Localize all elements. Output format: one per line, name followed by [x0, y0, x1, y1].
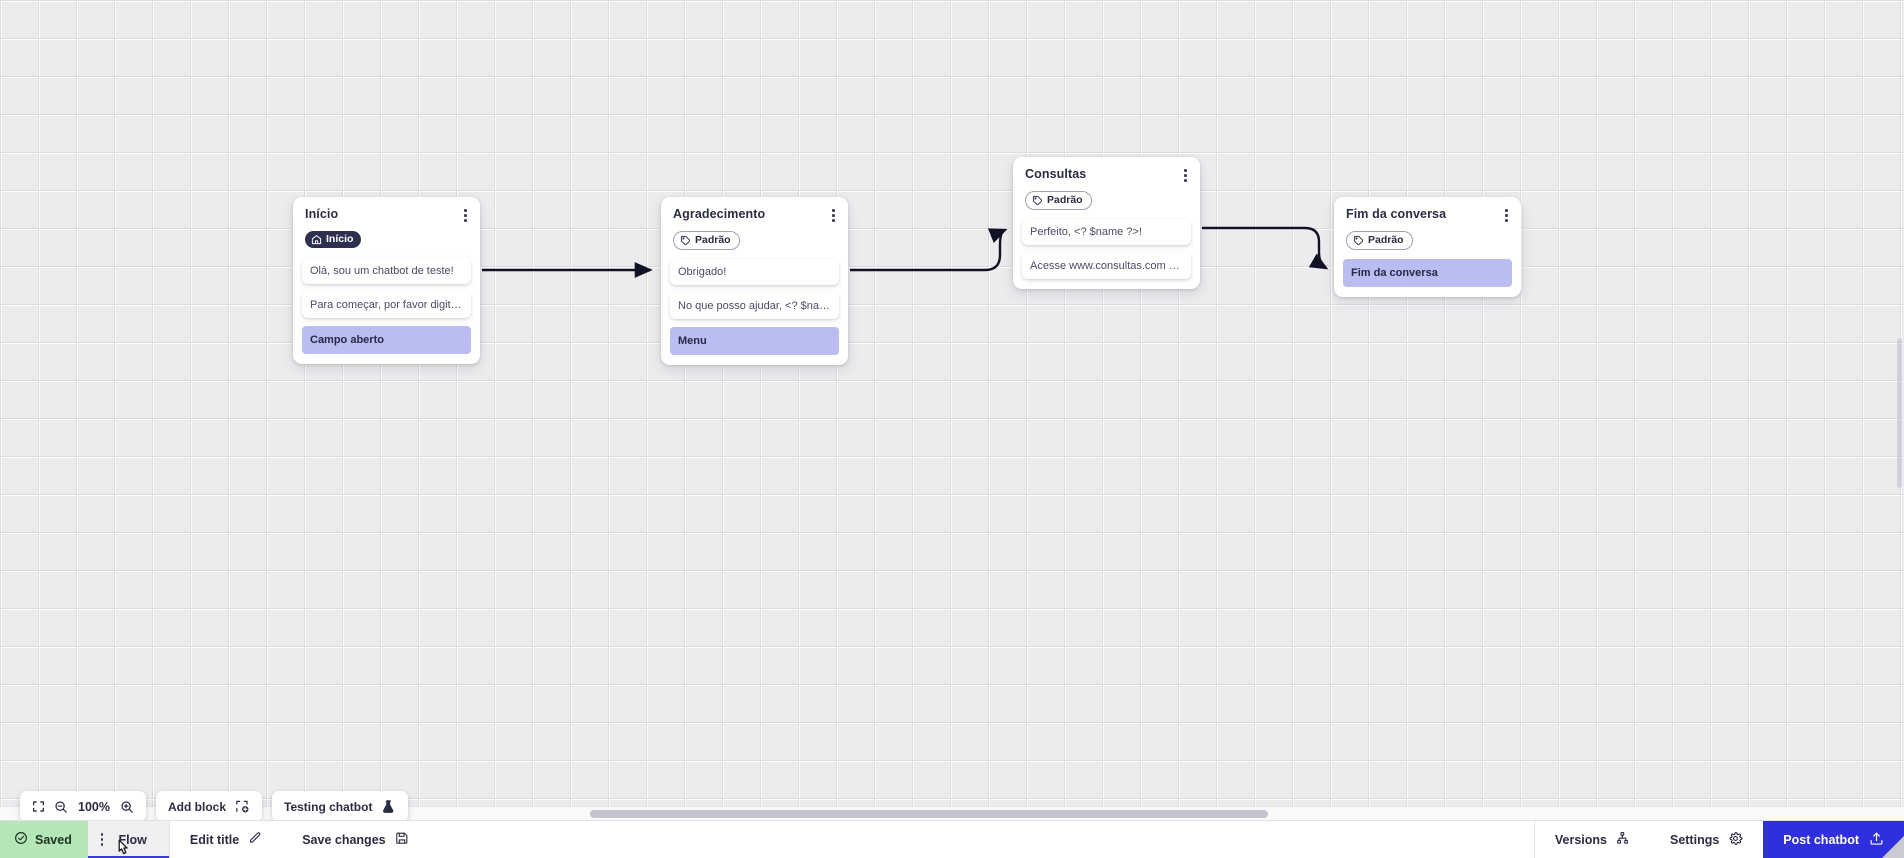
upload-icon [1869, 831, 1884, 849]
saved-status-badge: Saved [0, 821, 88, 858]
node-menu-icon[interactable] [829, 207, 838, 224]
flow-node-consultas[interactable]: Consultas Padrão Perfeito, <? $name ?>! … [1013, 157, 1200, 289]
node-title: Fim da conversa [1346, 207, 1447, 221]
node-action[interactable]: Menu [670, 326, 839, 355]
divider [1533, 821, 1535, 858]
node-message[interactable]: Obrigado! [670, 258, 839, 285]
bottombar-spacer [429, 821, 1534, 858]
node-menu-icon[interactable] [1502, 207, 1511, 224]
tab-flow[interactable]: Flow [87, 821, 169, 858]
canvas-toolbar: 100% Add block Testing chatbot [20, 791, 409, 822]
edit-title-button[interactable]: Edit title [170, 821, 282, 858]
flow-node-fim-da-conversa[interactable]: Fim da conversa Padrão Fim da conversa [1334, 197, 1521, 297]
drag-handle-icon[interactable] [98, 831, 107, 848]
node-badge-label: Início [326, 233, 354, 246]
flow-connectors [482, 226, 1329, 278]
node-title: Início [305, 207, 339, 221]
edge-agradecimento-to-consultas [850, 228, 1008, 272]
canvas-horizontal-scrollbar[interactable] [0, 806, 1904, 820]
flow-node-agradecimento[interactable]: Agradecimento Padrão Obrigado! No que po… [661, 197, 848, 365]
flask-icon [381, 799, 396, 814]
flow-canvas[interactable]: Início Início Olá, sou um chatbot de tes… [0, 0, 1904, 820]
node-badge-start[interactable]: Início [305, 230, 362, 248]
node-menu-icon[interactable] [1181, 167, 1190, 184]
testing-chatbot-button[interactable]: Testing chatbot [272, 791, 409, 822]
post-chatbot-button[interactable]: Post chatbot [1763, 821, 1904, 858]
node-header: Consultas [1022, 166, 1191, 184]
pencil-icon [248, 831, 262, 848]
save-changes-label: Save changes [302, 832, 386, 847]
node-header: Fim da conversa [1343, 206, 1512, 224]
add-block-label: Add block [168, 799, 227, 814]
floppy-disk-icon [395, 831, 409, 848]
branch-icon [1616, 831, 1630, 848]
horizontal-scrollbar-thumb[interactable] [590, 810, 1268, 818]
node-badge-default[interactable]: Padrão [1346, 230, 1413, 250]
tag-icon [1032, 195, 1043, 206]
node-menu-icon[interactable] [461, 207, 470, 224]
node-action[interactable]: Campo aberto [302, 325, 471, 354]
zoom-level-label: 100% [78, 799, 110, 814]
node-message[interactable]: Olá, sou um chatbot de teste! [302, 257, 471, 284]
flow-node-inicio[interactable]: Início Início Olá, sou um chatbot de tes… [293, 197, 480, 364]
node-badge-default[interactable]: Padrão [1025, 190, 1092, 210]
home-icon [311, 234, 322, 245]
edge-consultas-to-fim [1202, 226, 1329, 270]
node-header: Início [302, 206, 471, 224]
bottom-toolbar: Saved Flow Edit title Save changes [0, 820, 1904, 858]
node-badge-default[interactable]: Padrão [673, 230, 740, 250]
node-message[interactable]: Perfeito, <? $name ?>! [1022, 218, 1191, 245]
saved-label: Saved [35, 832, 72, 847]
edit-title-label: Edit title [189, 832, 240, 847]
node-badge-label: Padrão [695, 234, 731, 247]
fit-screen-icon[interactable] [32, 800, 45, 813]
node-message[interactable]: Acesse www.consultas.com par... [1022, 252, 1191, 279]
add-block-icon [235, 799, 250, 814]
divider [168, 821, 170, 858]
tag-icon [680, 235, 691, 246]
zoom-in-icon[interactable] [120, 800, 134, 814]
node-header: Agradecimento [670, 206, 839, 224]
gear-icon [1728, 831, 1743, 849]
node-badge-label: Padrão [1047, 194, 1083, 207]
node-action[interactable]: Fim da conversa [1343, 258, 1512, 287]
canvas-vertical-scrollbar[interactable] [1896, 0, 1904, 820]
node-title: Agradecimento [673, 207, 766, 221]
zoom-out-icon[interactable] [54, 800, 68, 814]
tab-flow-label: Flow [118, 832, 147, 847]
check-circle-icon [14, 831, 28, 848]
versions-button[interactable]: Versions [1535, 821, 1650, 858]
vertical-scrollbar-thumb[interactable] [1897, 338, 1902, 488]
save-changes-button[interactable]: Save changes [282, 821, 428, 858]
node-message[interactable]: Para começar, por favor digite o ... [302, 291, 471, 318]
node-title: Consultas [1025, 167, 1087, 181]
testing-chatbot-label: Testing chatbot [284, 799, 373, 814]
post-chatbot-label: Post chatbot [1783, 832, 1859, 847]
settings-label: Settings [1669, 832, 1720, 847]
node-badge-label: Padrão [1368, 234, 1404, 247]
versions-label: Versions [1554, 832, 1607, 847]
node-message[interactable]: No que posso ajudar, <? $name ... [670, 292, 839, 319]
zoom-controls: 100% [20, 791, 146, 822]
add-block-button[interactable]: Add block [156, 791, 263, 822]
settings-button[interactable]: Settings [1650, 821, 1763, 858]
tag-icon [1353, 235, 1364, 246]
